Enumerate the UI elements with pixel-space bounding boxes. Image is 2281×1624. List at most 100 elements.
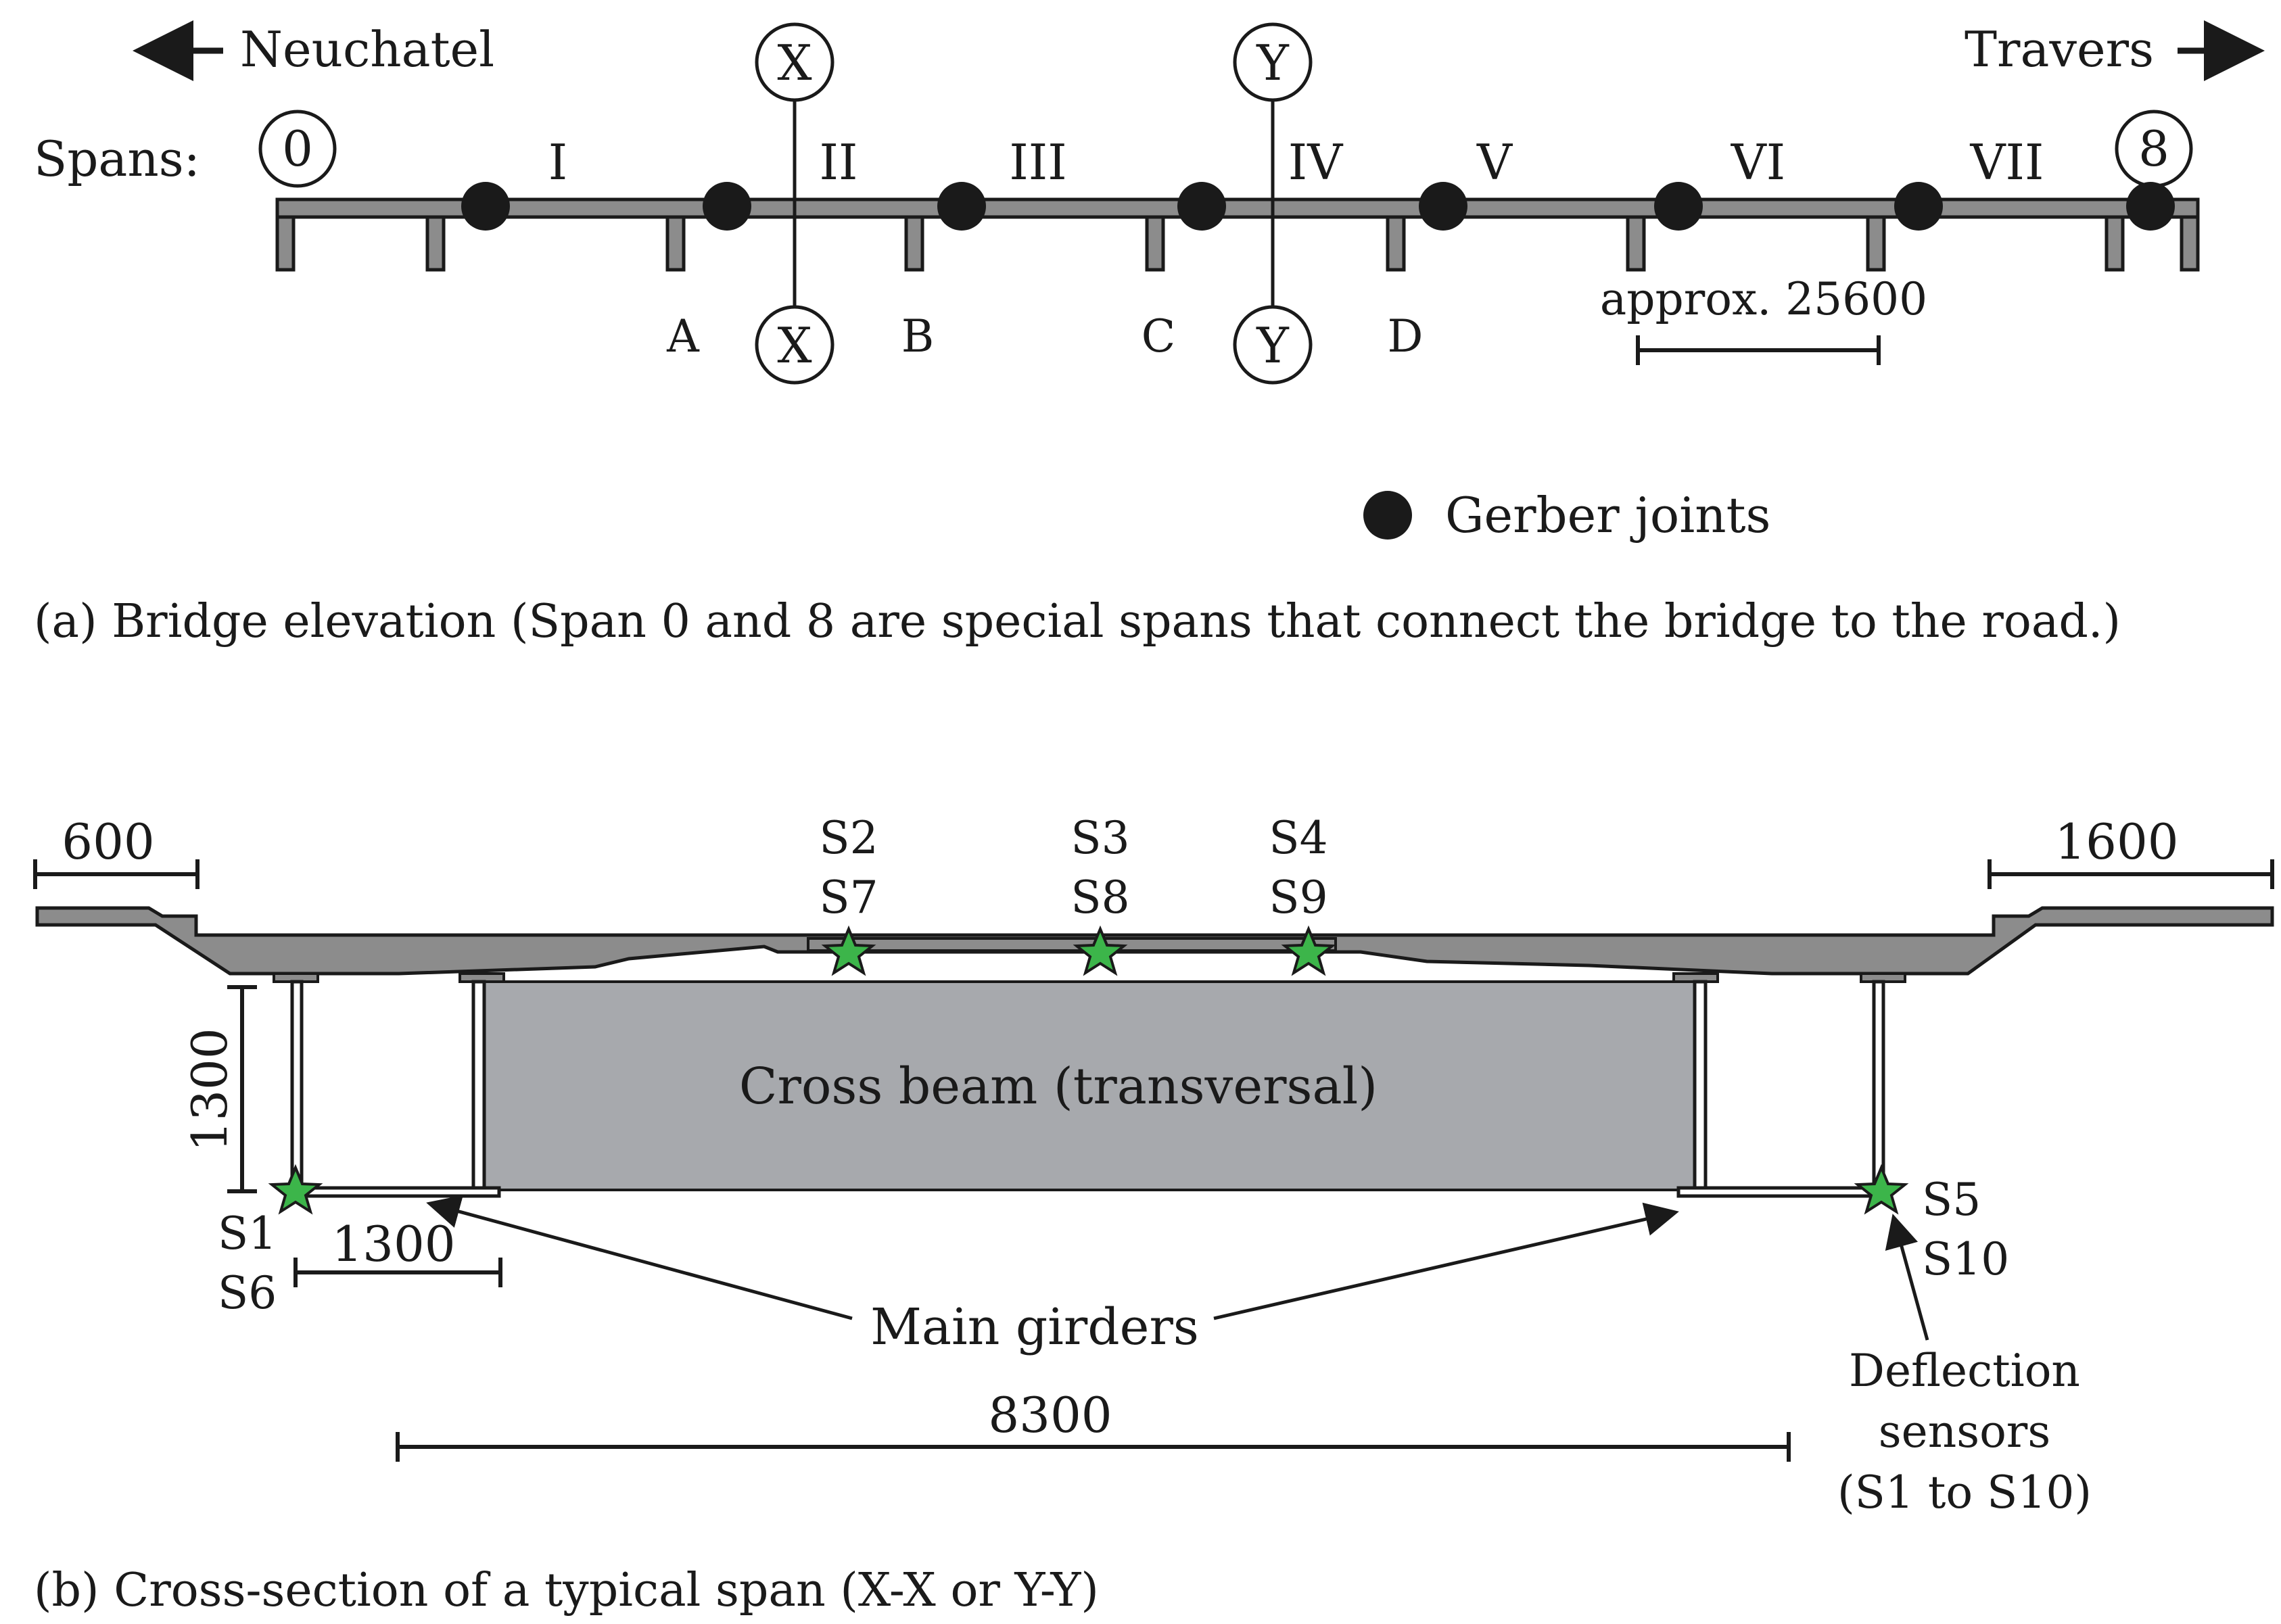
end-span-0-label: 0 — [282, 120, 313, 177]
top-sensor-labels: S2 S7 S3 S8 S4 S9 — [819, 812, 1327, 924]
span-label: II — [820, 134, 858, 191]
dim-left-label: 600 — [62, 813, 154, 870]
support-label: B — [901, 310, 935, 362]
left-direction: Neuchatel — [133, 20, 494, 81]
gerber-joint-icon — [461, 182, 510, 231]
cross-beam — [483, 980, 1696, 1191]
left-inner-web — [471, 980, 486, 1190]
legend: Gerber joints — [1363, 487, 1771, 544]
dim-spacing-label: 8300 — [988, 1387, 1112, 1443]
gerber-joint-icon — [1419, 182, 1467, 231]
gerber-joint-icon — [1654, 182, 1703, 231]
gerber-joint-icon — [1177, 182, 1226, 231]
dimension-flange-width: 1300 — [293, 1216, 502, 1287]
leader-arrow-icon — [426, 1195, 853, 1320]
leader-arrow-icon — [1885, 1214, 1929, 1341]
sensor-star-icon — [821, 925, 876, 976]
deflection-sensors-annotation: Deflection sensors (S1 to S10) — [1837, 1214, 2092, 1519]
gerber-joint-legend-icon — [1363, 491, 1412, 540]
gerber-joint-icon — [703, 182, 751, 231]
span-labels: I II III IV V VI VII — [548, 134, 2044, 191]
right-sensor-labels: S5 S10 — [1922, 1174, 2009, 1285]
sensor-label: S3 — [1071, 812, 1129, 864]
section-y-bottom-label: Y — [1256, 317, 1290, 374]
dimension-girder-height: 1300 — [181, 985, 257, 1193]
dimension-right-overhang: 1600 — [1988, 813, 2274, 889]
sensor-star-icon — [268, 1164, 323, 1215]
span-label: I — [548, 134, 567, 191]
span-label: III — [1009, 134, 1066, 191]
gerber-joint-icon — [2126, 182, 2175, 231]
sensor-star-icon — [1073, 925, 1128, 976]
gerber-joint-icon — [937, 182, 986, 231]
sensor-label: S5 — [1922, 1174, 1981, 1226]
section-y-top-label: Y — [1256, 34, 1290, 91]
spans-label: Spans: — [34, 130, 200, 187]
deck-middle-strip — [807, 937, 1337, 952]
sensor-label: S2 — [819, 812, 878, 864]
section-cut-y: Y Y — [1233, 22, 1313, 385]
support-labels: A B C D — [666, 310, 1423, 362]
right-direction: Travers — [1965, 20, 2265, 81]
pier — [1145, 215, 1165, 272]
sensor-label: S10 — [1922, 1233, 2009, 1285]
support-label: A — [666, 310, 700, 362]
span-label: V — [1476, 134, 1513, 191]
right-bottom-flange — [1676, 1186, 1885, 1198]
elevation-view: Neuchatel Travers Spans: 0 8 — [34, 20, 2265, 648]
main-girders-annotation: Main girders — [426, 1195, 1679, 1356]
sensor-label: S8 — [1071, 871, 1129, 924]
left-sensor-labels: S1 S6 — [218, 1208, 277, 1319]
left-outer-web — [290, 980, 304, 1190]
pier — [2180, 215, 2200, 272]
section-x-top-label: X — [777, 34, 812, 91]
pier — [1386, 215, 1406, 272]
bridge-deck — [275, 197, 2200, 219]
dimension-left-overhang: 600 — [33, 813, 199, 889]
dim-height-label: 1300 — [181, 1028, 238, 1151]
gerber-joint-icon — [1894, 182, 1943, 231]
left-bottom-flange — [290, 1186, 501, 1198]
end-span-8: 8 — [2115, 110, 2193, 188]
piers — [275, 215, 2200, 272]
deflection-label-line1: Deflection — [1849, 1345, 2080, 1397]
pier — [2104, 215, 2125, 272]
girder-bottom-flanges — [290, 1186, 1885, 1198]
leader-arrow-icon — [1213, 1202, 1679, 1320]
pier — [904, 215, 924, 272]
sensor-star-icon — [1281, 925, 1336, 976]
cross-section-view: 600 1600 Cross beam (transversal) — [33, 812, 2274, 1617]
section-cut-x: X X — [755, 22, 834, 385]
end-span-8-label: 8 — [2138, 120, 2169, 177]
dimension-girder-spacing: 8300 — [396, 1387, 1791, 1462]
deflection-sensors — [268, 925, 1909, 1215]
support-label: C — [1142, 310, 1176, 362]
sensor-star-icon — [1854, 1164, 1909, 1215]
sensor-label: S6 — [218, 1267, 277, 1319]
cross-beam-label: Cross beam (transversal) — [739, 1057, 1378, 1116]
caption-cross-section: (b) Cross-section of a typical span (X-X… — [34, 1564, 1099, 1617]
gerber-joints — [461, 182, 2175, 231]
left-direction-label: Neuchatel — [240, 21, 494, 78]
sensor-label: S1 — [218, 1208, 277, 1260]
span-dimension-label: approx. 25600 — [1600, 273, 1927, 325]
legend-label: Gerber joints — [1445, 487, 1771, 544]
dim-right-label: 1600 — [2054, 813, 2178, 870]
span-dimension: approx. 25600 — [1600, 273, 1927, 365]
right-inner-web — [1693, 980, 1708, 1190]
section-x-bottom-label: X — [777, 317, 812, 374]
support-label: D — [1388, 310, 1424, 362]
right-outer-web — [1872, 980, 1885, 1190]
pier — [665, 215, 686, 272]
deflection-label-line2: sensors — [1879, 1406, 2050, 1458]
span-label: VI — [1731, 134, 1785, 191]
pier — [275, 215, 296, 272]
right-direction-label: Travers — [1965, 21, 2154, 78]
pier — [1626, 215, 1646, 272]
deflection-label-line3: (S1 to S10) — [1837, 1466, 2092, 1519]
caption-elevation: (a) Bridge elevation (Span 0 and 8 are s… — [34, 595, 2121, 648]
sensor-label: S4 — [1269, 812, 1327, 864]
dim-flange-label: 1300 — [331, 1216, 455, 1272]
end-span-0: 0 — [258, 110, 337, 188]
